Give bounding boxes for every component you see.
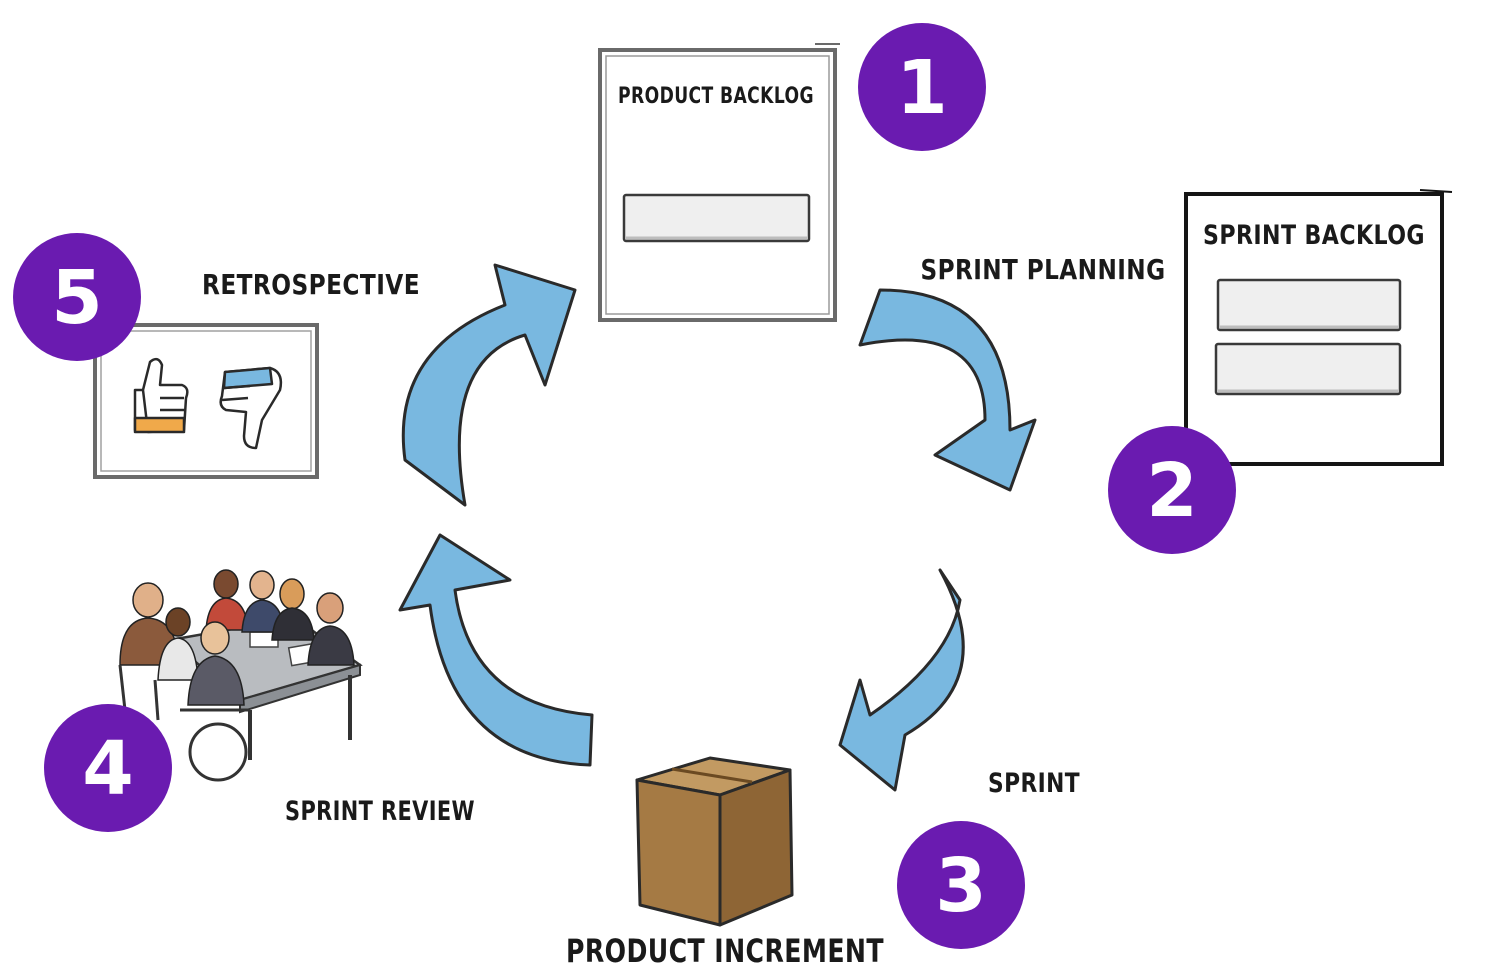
badge-3: 3 [897, 821, 1025, 949]
retrospective-board [93, 323, 319, 479]
arrow-sprint [838, 568, 965, 792]
badge-4: 4 [44, 704, 172, 832]
badge-1: 1 [858, 23, 986, 151]
badge-1-number: 1 [896, 45, 948, 131]
badge-5: 5 [13, 233, 141, 361]
badge-5-number: 5 [51, 255, 103, 341]
badge-2-number: 2 [1146, 448, 1198, 534]
badge-4-number: 4 [82, 726, 134, 812]
arrow-sprint-planning [858, 288, 1037, 492]
thumbs-up-icon [133, 357, 189, 434]
product-backlog-label: PRODUCT BACKLOG [618, 84, 814, 109]
sprint-backlog-label: SPRINT BACKLOG [1203, 220, 1425, 251]
product-increment-label: PRODUCT INCREMENT [566, 932, 884, 970]
arrow-retrospective [401, 263, 577, 507]
product-backlog-card: PRODUCT BACKLOG [598, 43, 840, 322]
sprint-review-label: SPRINT REVIEW [285, 796, 475, 827]
meeting-table-icon [118, 569, 363, 782]
sprint-backlog-card: SPRINT BACKLOG [1184, 189, 1453, 466]
thumbs-down-icon [219, 366, 283, 450]
retrospective-label: RETROSPECTIVE [202, 268, 420, 301]
sprint-backlog-item-1 [1216, 278, 1402, 332]
sprint-label: SPRINT [988, 768, 1080, 799]
cycle-arrows [398, 263, 1037, 792]
sprint-backlog-item-2 [1214, 342, 1402, 396]
badge-3-number: 3 [935, 843, 987, 929]
badge-2: 2 [1108, 426, 1236, 554]
cardboard-box-icon [635, 756, 794, 927]
product-backlog-item [622, 193, 811, 243]
sprint-planning-label: SPRINT PLANNING [921, 253, 1166, 286]
arrow-review [398, 533, 594, 767]
